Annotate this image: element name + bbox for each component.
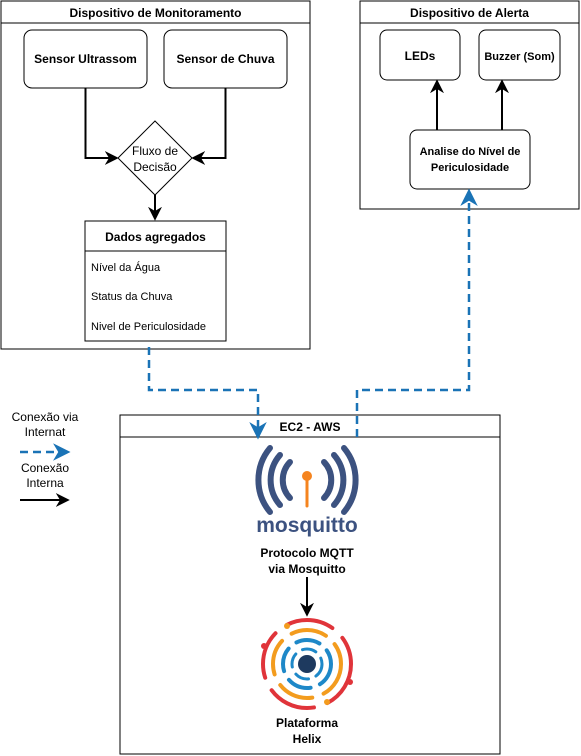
legend-internal-line2: Interna [26, 476, 64, 490]
helix-logo [261, 618, 353, 710]
danger-analysis-label-line1: Analise do Nível de [420, 146, 521, 158]
aggregated-row-rain-status: Status da Chuva [91, 291, 173, 303]
legend-internet-line2: Internat [25, 425, 66, 439]
arrow-rain-to-decision [191, 88, 227, 165]
decision-flow-label-line1: Fluxo de [132, 144, 178, 158]
monitoring-device-title: Dispositivo de Monitoramento [69, 6, 241, 20]
decision-flow-label-line2: Decisão [133, 160, 177, 174]
sensor-rain-node[interactable]: Sensor de Chuva [163, 29, 288, 89]
ec2-aws-title: EC2 - AWS [280, 420, 341, 434]
aggregated-data-title: Dados agregados [105, 230, 206, 244]
buzzer-label: Buzzer (Som) [484, 51, 555, 63]
arrow-ultrasound-to-decision [84, 88, 119, 165]
danger-analysis-node[interactable]: Analise do Nível de Periculosidade [409, 129, 531, 190]
alert-device-title: Dispositivo de Alerta [410, 6, 529, 20]
mosquitto-logo: mosquitto [255, 445, 359, 537]
aggregated-data-table[interactable]: Dados agregados Nível da Água Status da … [84, 220, 227, 342]
legend-internet-line1: Conexão via [12, 410, 79, 424]
aggregated-row-danger-level: Nivel de Periculosidade [91, 321, 206, 333]
sensor-ultrasound-label: Sensor Ultrassom [34, 52, 137, 66]
helix-label-line2: Helix [293, 732, 322, 746]
internet-link-monitoring-to-mosquitto [147, 347, 267, 440]
legend: Conexão via Internat Conexão Interna [12, 410, 79, 507]
leds-node[interactable]: LEDs [379, 29, 461, 81]
helix-label-line1: Plataforma [276, 716, 338, 730]
sensor-ultrasound-node[interactable]: Sensor Ultrassom [23, 29, 148, 89]
leds-label: LEDs [405, 49, 436, 63]
buzzer-node[interactable]: Buzzer (Som) [478, 29, 561, 81]
danger-analysis-label-line2: Periculosidade [431, 162, 509, 174]
internet-link-ec2-to-alert [355, 188, 478, 437]
sensor-rain-label: Sensor de Chuva [176, 52, 274, 66]
decision-flow-node[interactable]: Fluxo de Decisão [117, 120, 193, 196]
mosquitto-wordmark: mosquitto [256, 514, 357, 537]
legend-internal-line1: Conexão [21, 461, 69, 475]
ec2-aws-container: EC2 - AWS [119, 414, 501, 755]
mqtt-label-line2: via Mosquitto [268, 562, 345, 576]
mqtt-label-line1: Protocolo MQTT [260, 546, 354, 560]
aggregated-row-water-level: Nível da Água [91, 261, 161, 274]
